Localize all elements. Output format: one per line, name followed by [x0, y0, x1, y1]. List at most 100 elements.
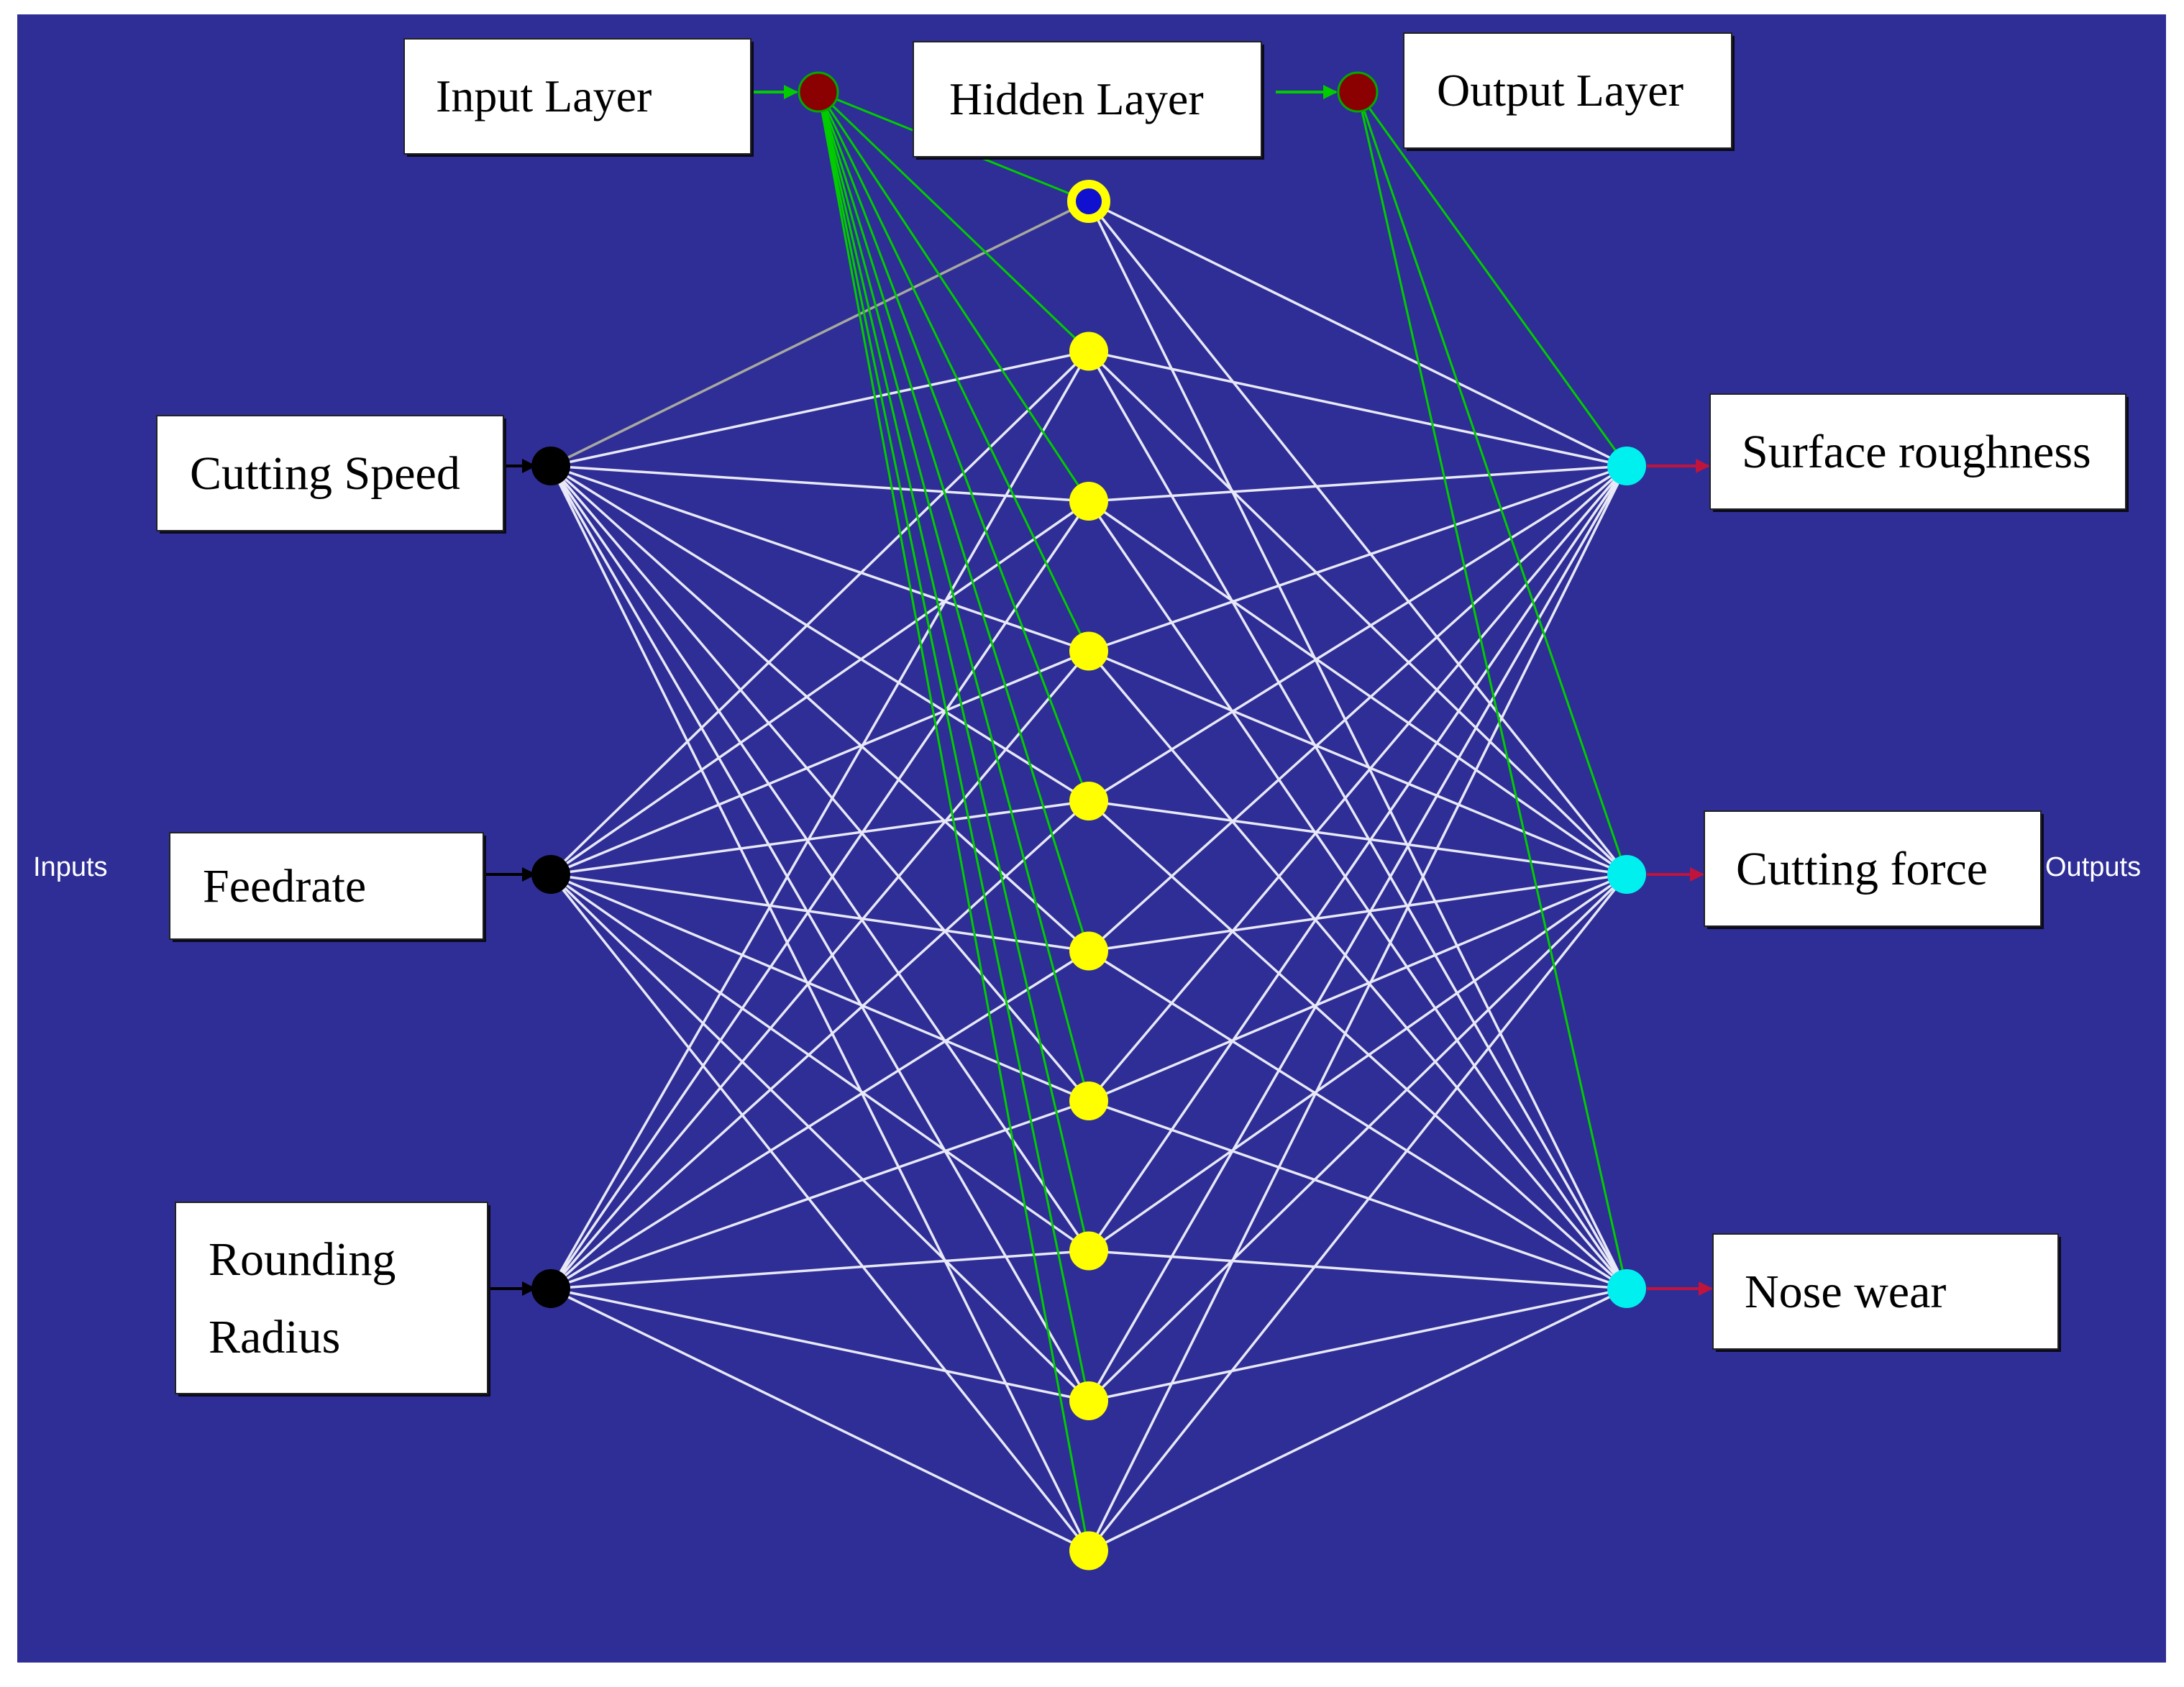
output-feature-box: Surface roughness: [1709, 393, 2129, 512]
hidden-node: [1069, 782, 1108, 820]
hidden-output-connection: [1088, 649, 1627, 876]
hidden-bias-node: [1067, 180, 1110, 223]
output-bias-connection: [1356, 91, 1628, 875]
hidden-output-connection: [1088, 500, 1627, 876]
hidden-output-connection: [1087, 873, 1628, 1552]
hidden-output-connection: [1087, 465, 1628, 1252]
hidden-output-connection: [1088, 1287, 1627, 1402]
input-hidden-connection: [549, 465, 1090, 1402]
input-bias-node: [798, 71, 839, 113]
hidden-output-connection: [1087, 465, 1628, 1102]
output-feature-box-rect: [1712, 1233, 2059, 1350]
input-hidden-connection: [549, 650, 1090, 1290]
hidden-node: [1069, 631, 1108, 671]
hidden-output-connection: [1088, 200, 1627, 467]
input-layer-label: Input Layer: [403, 38, 754, 157]
hidden-layer-label-text: Hidden Layer: [949, 73, 1204, 124]
hidden-layer-label: Hidden Layer: [913, 41, 1264, 160]
arrows: [483, 85, 1713, 1296]
input-hidden-connection: [550, 1249, 1089, 1290]
hidden-output-connection: [1088, 465, 1627, 653]
outputs-side-label: Outputs: [2045, 852, 2141, 882]
hidden-node: [1069, 931, 1108, 971]
input-hidden-connection: [550, 1287, 1089, 1553]
input-hidden-connection: [549, 350, 1090, 876]
output-feature-box-text: Nose wear: [1745, 1266, 1946, 1318]
input-hidden-connection: [550, 649, 1089, 876]
output-bias-connection: [1356, 91, 1628, 1289]
input-hidden-connection: [550, 800, 1089, 876]
output-node: [1607, 447, 1646, 485]
input-hidden-connection: [550, 950, 1089, 1290]
hidden-node: [1069, 482, 1108, 521]
input-hidden-connection: [549, 465, 1090, 1102]
input-feature-box: Cutting Speed: [156, 415, 506, 534]
hidden-output-connection: [1088, 1099, 1627, 1290]
hidden-bias-source-node: [1337, 71, 1379, 113]
hidden-output-connection: [1088, 873, 1627, 1102]
weight-connections: [549, 200, 1628, 1553]
input-feature-box-text: Rounding: [209, 1233, 396, 1286]
hidden-layer-label-rect: [913, 41, 1262, 157]
input-hidden-connection: [549, 465, 1090, 1252]
hidden-output-connection: [1087, 873, 1628, 1402]
hidden-bias-connection: [817, 91, 1090, 1402]
input-hidden-connection: [549, 350, 1090, 1289]
input-layer-label-rect: [403, 38, 751, 155]
hidden-node: [1069, 1381, 1108, 1420]
hidden-output-connection: [1088, 1287, 1627, 1553]
input-hidden-connection: [550, 349, 1089, 467]
bias-connections: [817, 91, 1628, 1551]
input-hidden-connection: [550, 465, 1089, 653]
input-hidden-connection: [550, 465, 1089, 803]
input-feature-box-rect: [175, 1202, 488, 1394]
hidden-output-connection: [1088, 465, 1627, 803]
input-node: [531, 1269, 570, 1308]
input-hidden-connection: [549, 873, 1090, 1402]
input-hidden-connection: [549, 873, 1090, 1252]
hidden-output-connection: [1087, 465, 1628, 1552]
input-hidden-connection: [550, 200, 1089, 467]
output-layer-label: Output Layer: [1403, 32, 1735, 151]
hidden-node: [1069, 1231, 1108, 1271]
output-feature-box-text: Surface roughness: [1742, 426, 2091, 478]
hidden-output-connection: [1087, 500, 1628, 1289]
hidden-output-connection: [1087, 201, 1628, 1289]
hidden-output-connection: [1088, 349, 1627, 467]
hidden-output-connection: [1087, 350, 1628, 1289]
hidden-bias-connection: [817, 91, 1090, 951]
nodes: [531, 71, 1646, 1571]
output-layer-label-text: Output Layer: [1437, 65, 1683, 116]
input-feature-box-text: Radius: [209, 1311, 340, 1363]
hidden-output-connection: [1088, 800, 1627, 876]
input-hidden-connection: [549, 873, 1090, 1552]
hidden-output-connection: [1087, 465, 1628, 952]
hidden-node: [1069, 332, 1108, 371]
hidden-output-connection: [1087, 465, 1628, 1402]
input-feature-box-rect: [169, 832, 484, 940]
input-feature-box-text: Feedrate: [203, 860, 366, 913]
output-feature-box-text: Cutting force: [1736, 843, 1988, 895]
input-hidden-connection: [550, 1099, 1089, 1290]
input-hidden-connection: [549, 500, 1090, 1289]
hidden-bias-connection: [817, 91, 1090, 652]
input-feature-box-rect: [156, 415, 504, 531]
input-hidden-connection: [549, 800, 1090, 1290]
output-feature-box: Cutting force: [1704, 810, 2044, 929]
input-hidden-connection: [550, 1287, 1089, 1402]
input-feature-box-text: Cutting Speed: [190, 447, 460, 500]
input-node: [531, 447, 570, 485]
hidden-output-connection: [1087, 650, 1628, 1290]
input-layer-label-text: Input Layer: [436, 70, 652, 122]
hidden-node: [1069, 1082, 1108, 1120]
output-node: [1607, 855, 1646, 894]
hidden-output-connection: [1088, 465, 1627, 503]
hidden-output-connection: [1087, 200, 1628, 876]
input-hidden-connection: [549, 465, 1090, 1552]
hidden-output-connection: [1087, 350, 1628, 876]
inputs-side-label: Inputs: [33, 852, 108, 882]
output-feature-box: Nose wear: [1712, 1233, 2061, 1352]
output-node: [1607, 1269, 1646, 1308]
